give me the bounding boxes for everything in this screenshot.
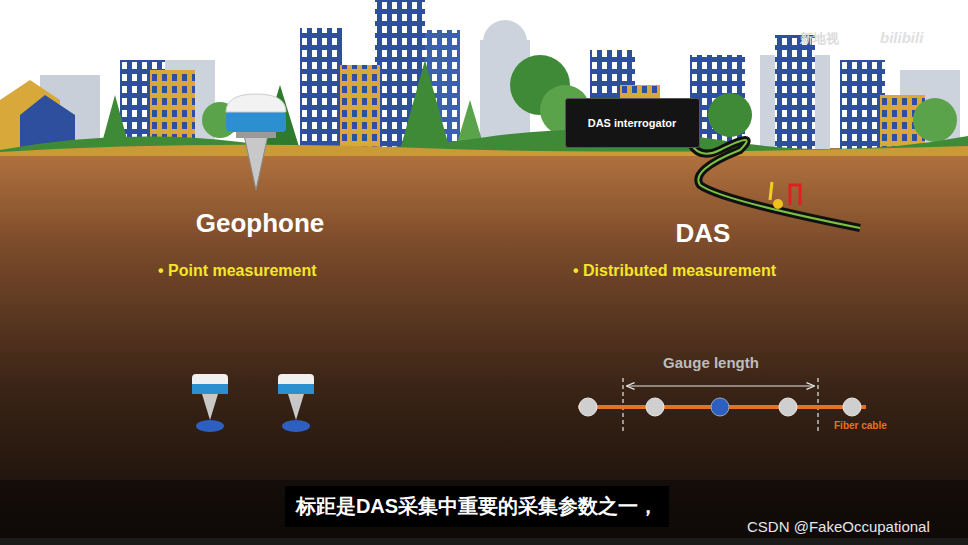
skyline [0, 0, 968, 156]
interrogator-box: DAS interrogator [565, 98, 700, 148]
geophone-icon [192, 374, 228, 432]
dimension-label: Gauge length [663, 354, 759, 371]
watermark: 新地视 [800, 30, 839, 48]
gauge-length-figure [578, 378, 866, 432]
part-name: Fiber cable [834, 420, 887, 431]
heading: DAS [676, 218, 731, 249]
heading: Geophone [196, 208, 325, 239]
watermark: CSDN @FakeOccupational [747, 518, 930, 535]
bullet-text: • Point measurement [158, 262, 317, 280]
node-text: DAS interrogator [588, 117, 677, 129]
fiber-optic-cable [690, 140, 860, 228]
geophone-icon [278, 374, 314, 432]
node-text: 标距是DAS采集中重要的采集参数之一， [296, 493, 658, 520]
bullet-text: • Distributed measurement [573, 262, 776, 280]
watermark: bilibili [880, 29, 923, 46]
subtitle-box: 标距是DAS采集中重要的采集参数之一， [285, 486, 669, 527]
geophone-icon [226, 94, 286, 190]
